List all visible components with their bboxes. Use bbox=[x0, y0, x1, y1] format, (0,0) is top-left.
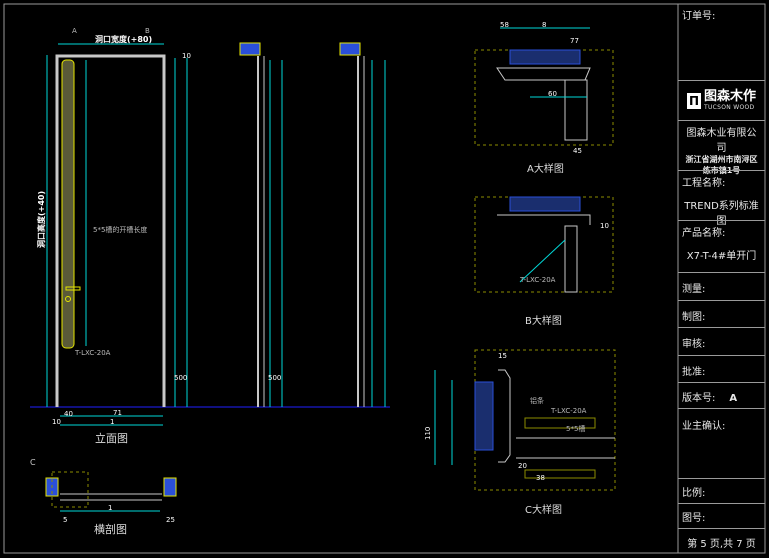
owner-confirm-cell: 业主确认: bbox=[678, 408, 765, 478]
svg-text:20: 20 bbox=[518, 462, 527, 470]
drawing-frame bbox=[3, 3, 766, 554]
page-info-cell: 第 5 页,共 7 页 bbox=[678, 528, 765, 553]
svg-text:10: 10 bbox=[52, 418, 61, 426]
hinge-callout: T-LXC-20A bbox=[74, 349, 111, 357]
company-cell: 图森木业有限公司 浙江省湖州市南浔区练市镇1号 bbox=[678, 120, 765, 175]
logo-mark-icon: Π bbox=[686, 92, 701, 109]
project-cell: 工程名称: TREND系列标准图 bbox=[678, 170, 765, 227]
svg-text:B: B bbox=[145, 27, 150, 35]
svg-text:1: 1 bbox=[108, 504, 112, 512]
svg-text:500: 500 bbox=[174, 374, 187, 382]
drawing-no-cell: 图号: bbox=[678, 503, 765, 528]
svg-text:8: 8 bbox=[542, 21, 546, 29]
svg-text:25: 25 bbox=[166, 516, 175, 524]
detail-b-title: B大样图 bbox=[525, 314, 562, 327]
svg-text:T-LXC-20A: T-LXC-20A bbox=[519, 276, 556, 284]
svg-text:110: 110 bbox=[424, 427, 432, 440]
door-frame bbox=[55, 54, 166, 407]
svg-text:10: 10 bbox=[182, 52, 191, 60]
detail-a-title: A大样图 bbox=[527, 162, 564, 175]
svg-text:38: 38 bbox=[536, 474, 545, 482]
svg-text:71: 71 bbox=[113, 409, 122, 417]
height-dim-label: 洞口高度(+40) bbox=[36, 191, 46, 248]
groove-callout: 5*5槽 bbox=[566, 424, 585, 433]
svg-text:500: 500 bbox=[268, 374, 281, 382]
svg-text:77: 77 bbox=[570, 37, 579, 45]
drawing-cell: 制图: bbox=[678, 300, 765, 327]
lock-icon bbox=[65, 296, 71, 302]
detail-c-view: 铝条 T-LXC-20A 5*5槽 15 110 20 38 C大样图 bbox=[424, 349, 616, 516]
cross-section-title: 横剖图 bbox=[94, 522, 127, 536]
svg-text:T-LXC-20A: T-LXC-20A bbox=[550, 407, 587, 415]
svg-text:10: 10 bbox=[600, 222, 609, 230]
survey-cell: 测量: bbox=[678, 272, 765, 300]
detail-b-view: T-LXC-20A 10 B大样图 bbox=[474, 196, 614, 327]
svg-text:5: 5 bbox=[63, 516, 67, 524]
svg-text:58: 58 bbox=[500, 21, 509, 29]
scale-cell: 比例: bbox=[678, 478, 765, 503]
svg-text:A: A bbox=[72, 27, 77, 35]
detail-c-title: C大样图 bbox=[525, 503, 562, 516]
groove-length-callout: 5*5槽的开槽长度 bbox=[93, 225, 147, 234]
review-cell: 审核: bbox=[678, 327, 765, 355]
svg-text:C: C bbox=[30, 458, 36, 467]
width-dim-label: 洞口宽度(+80) bbox=[95, 34, 152, 44]
svg-text:1: 1 bbox=[110, 418, 114, 426]
svg-text:60: 60 bbox=[548, 90, 557, 98]
aluminum-strip-callout: 铝条 bbox=[530, 396, 544, 405]
svg-text:15: 15 bbox=[498, 352, 507, 360]
product-cell: 产品名称: X7-T-4#单开门 bbox=[678, 220, 765, 272]
order-no-cell: 订单号: bbox=[682, 11, 716, 22]
elevation-view: 洞口宽度(+80) 洞口高度(+40) 5*5槽的开槽长度 T-LXC-20A … bbox=[30, 27, 390, 445]
detail-a-view: 58 8 77 60 45 A大样图 bbox=[474, 21, 614, 175]
approve-cell: 批准: bbox=[678, 355, 765, 382]
handle-icon bbox=[65, 286, 81, 291]
version-cell: 版本号:A bbox=[678, 382, 765, 408]
svg-text:45: 45 bbox=[573, 147, 582, 155]
door-leaf-edge bbox=[61, 59, 75, 349]
side-section-views: 500 bbox=[239, 42, 386, 407]
cross-section-view: 1 5 25 C 横剖图 bbox=[30, 458, 177, 536]
svg-text:40: 40 bbox=[64, 410, 73, 418]
elevation-title: 立面图 bbox=[95, 431, 128, 445]
